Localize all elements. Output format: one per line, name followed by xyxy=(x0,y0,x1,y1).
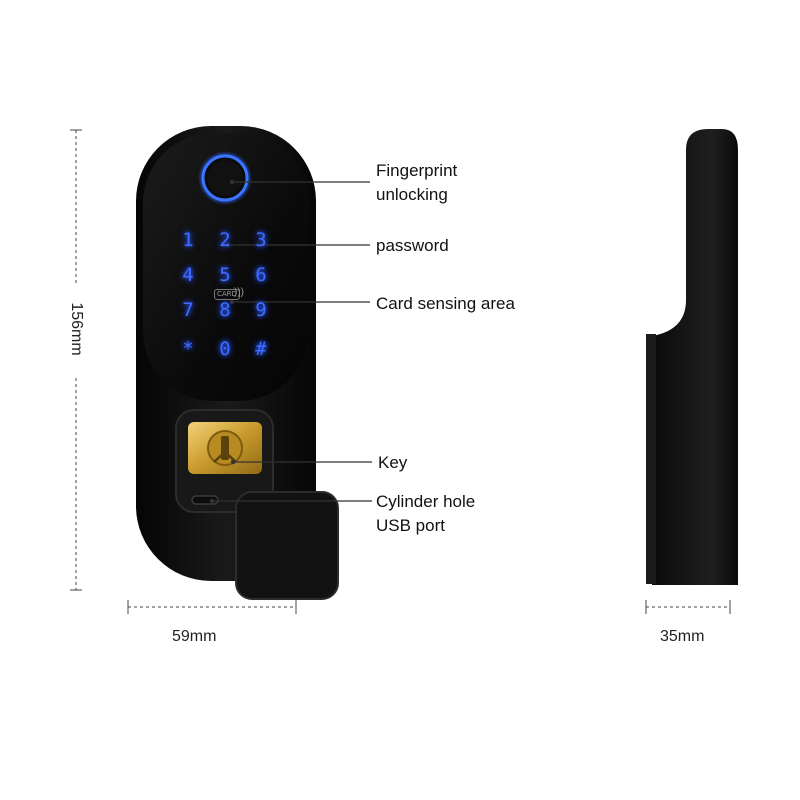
fingerprint-sensor xyxy=(198,151,252,205)
dimension-height: 156mm xyxy=(68,302,85,356)
cylinder-housing xyxy=(175,409,274,513)
callout-fingerprint-line1: Fingerprint xyxy=(376,161,458,180)
callout-fingerprint: Fingerprint unlocking xyxy=(376,159,457,207)
nfc-wave-icon: ))) xyxy=(234,287,244,298)
callout-leader-lines xyxy=(209,179,372,504)
callout-fingerprint-line2: unlocking xyxy=(376,185,448,204)
callout-card-sensing: Card sensing area xyxy=(376,294,515,313)
keypad-key: 6 xyxy=(255,264,267,286)
keypad-key: 9 xyxy=(255,299,267,321)
card-badge: CARD xyxy=(214,289,240,300)
callout-cylinder-line2: USB port xyxy=(376,516,445,535)
keypad-key: 2 xyxy=(219,229,231,251)
callout-key: Key xyxy=(378,453,408,472)
cylinder-cover-cap xyxy=(235,491,339,600)
keypad-key: 4 xyxy=(182,264,194,286)
dimension-depth: 35mm xyxy=(660,628,705,645)
keypad-key: 1 xyxy=(182,229,194,251)
keypad-key: 7 xyxy=(182,299,194,321)
dimension-lines xyxy=(70,129,731,614)
keypad-key: 5 xyxy=(219,264,231,286)
callout-cylinder: Cylinder hole USB port xyxy=(376,490,475,538)
keypad-key: 0 xyxy=(219,338,231,360)
keypad-key: 3 xyxy=(255,229,267,251)
lock-side-view xyxy=(646,129,738,585)
callout-password: password xyxy=(376,236,449,255)
dimension-width: 59mm xyxy=(172,628,217,645)
keypad-key: # xyxy=(255,338,267,360)
callout-cylinder-line1: Cylinder hole xyxy=(376,492,476,511)
keypad-key: 8 xyxy=(219,299,231,321)
keypad-key: * xyxy=(182,338,194,360)
